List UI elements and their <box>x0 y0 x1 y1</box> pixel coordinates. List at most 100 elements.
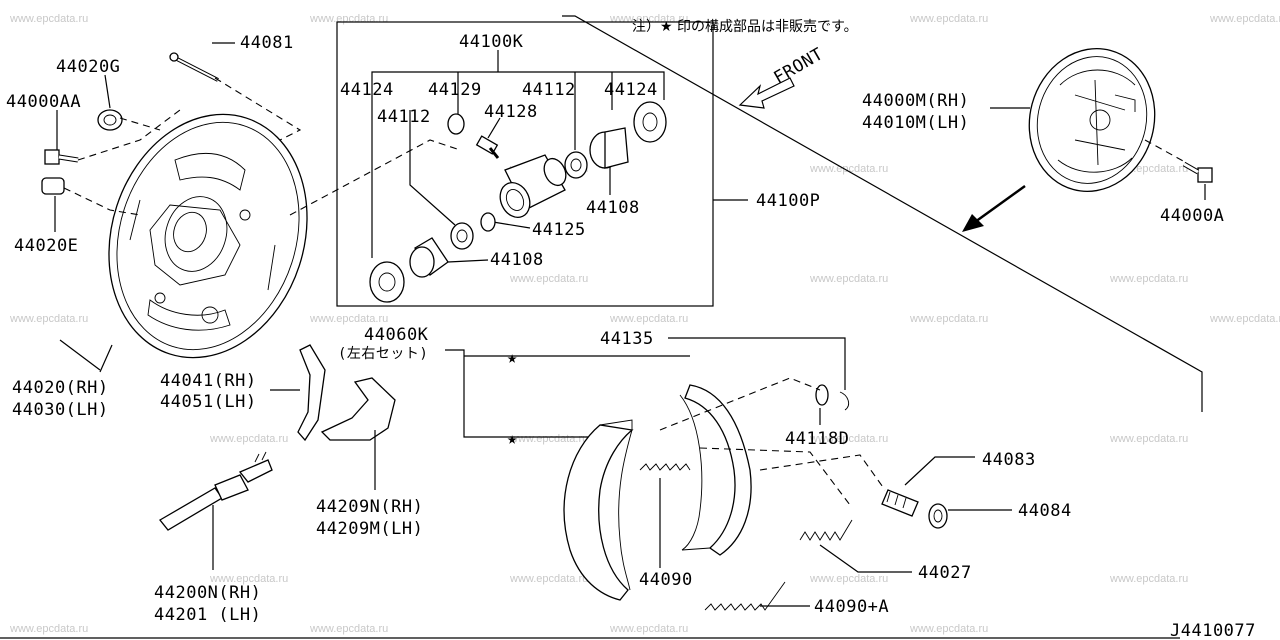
label-44108b: 44108 <box>490 250 544 270</box>
adjuster-44200n <box>159 451 273 531</box>
watermark: www.epcdata.ru <box>309 623 388 635</box>
watermark: www.epcdata.ru <box>909 13 988 25</box>
front-arrow: FRONT <box>738 44 827 109</box>
leader-44125 <box>492 221 531 229</box>
watermark: www.epcdata.ru <box>509 573 588 585</box>
spring-44090a <box>704 581 786 611</box>
label-44135: 44135 <box>600 329 654 349</box>
watermark: www.epcdata.ru <box>1109 273 1188 285</box>
watermark: www.epcdata.ru <box>309 313 388 325</box>
watermark: www.epcdata.ru <box>809 433 888 445</box>
label-44129: 44129 <box>428 80 482 100</box>
watermark: www.epcdata.ru <box>9 313 88 325</box>
watermark: www.epcdata.ru <box>9 13 88 25</box>
guide-line <box>659 377 821 431</box>
cap-44129 <box>447 113 465 135</box>
label-44084: 44084 <box>1018 501 1072 521</box>
guide-line <box>214 77 302 141</box>
watermark: www.epcdata.ru <box>609 313 688 325</box>
watermark: www.epcdata.ru <box>309 13 388 25</box>
piston-44108b <box>409 237 449 278</box>
watermark: www.epcdata.ru <box>509 273 588 285</box>
label-44030lh: 44030(LH) <box>12 400 109 420</box>
guide-line <box>699 447 851 506</box>
plug-44020e <box>41 177 65 195</box>
label-44027: 44027 <box>918 563 972 583</box>
leader-44108b <box>447 259 489 263</box>
star-marker: ★ <box>507 348 518 368</box>
star-marker: ★ <box>507 429 518 449</box>
watermark: www.epcdata.ru <box>609 623 688 635</box>
watermark: www.epcdata.ru <box>1109 433 1188 445</box>
label-44060k-sub: (左右セット) <box>338 346 428 362</box>
leader-44083 <box>904 456 975 486</box>
label-44020rh: 44020(RH) <box>12 378 109 398</box>
leader-44128 <box>487 117 501 139</box>
label-44010m: 44010M(LH) <box>862 113 969 133</box>
guide-line <box>1144 139 1186 163</box>
label-44128: 44128 <box>484 102 538 122</box>
label-44124a: 44124 <box>340 80 394 100</box>
wheel-cylinder-body <box>499 154 567 219</box>
watermark: www.epcdata.ru <box>1209 13 1280 25</box>
watermark: www.epcdata.ru <box>509 433 588 445</box>
watermark: www.epcdata.ru <box>209 433 288 445</box>
bolt-44000a <box>1182 161 1213 183</box>
watermark: www.epcdata.ru <box>9 623 88 635</box>
bolt-44000aa <box>44 149 79 165</box>
label-44041: 44041(RH) <box>160 371 257 391</box>
pin-44081 <box>169 52 219 82</box>
label-44125: 44125 <box>532 220 586 240</box>
label-44124b: 44124 <box>604 80 658 100</box>
label-44000a: 44000A <box>1160 206 1224 226</box>
label-44209m: 44209M(LH) <box>316 519 423 539</box>
bleeder-44128 <box>475 135 500 159</box>
label-44118d: 44118D <box>785 429 849 449</box>
spring-44083 <box>881 489 919 517</box>
clip-44118d <box>815 384 850 411</box>
leader-44020-tip <box>99 344 113 373</box>
watermark: www.epcdata.ru <box>1109 573 1188 585</box>
wheel-cylinder-box <box>336 21 714 307</box>
watermark: www.epcdata.ru <box>209 573 288 585</box>
label-44200n: 44200N(RH) <box>154 583 261 603</box>
leader-44020g <box>104 74 111 109</box>
watermark: www.epcdata.ru <box>809 273 888 285</box>
label-44090: 44090 <box>639 570 693 590</box>
direction-arrow <box>962 184 1026 232</box>
guide-line <box>63 187 141 216</box>
leader-44112b <box>409 110 456 226</box>
leader-44020 <box>59 339 101 371</box>
backing-plate <box>108 113 308 359</box>
part-labels: 44081 44020G 44000AA 44020E 44020(RH) 44… <box>6 32 1256 640</box>
spring-44090 <box>639 463 691 471</box>
label-44090a: 44090+A <box>814 597 889 617</box>
label-44100k: 44100K <box>459 32 524 52</box>
watermark: www.epcdata.ru <box>1209 313 1280 325</box>
label-44100p: 44100P <box>756 191 820 211</box>
brake-assembly-rh <box>1028 47 1156 193</box>
label-44000m: 44000M(RH) <box>862 91 969 111</box>
label-44112b: 44112 <box>377 107 431 127</box>
cup-44112b <box>450 222 474 250</box>
label-44000aa: 44000AA <box>6 92 81 112</box>
brake-shoe-rear <box>679 384 752 556</box>
guide-line <box>119 117 161 131</box>
piston-44108a <box>589 127 629 169</box>
guide-line <box>759 454 886 491</box>
grommet-44020g <box>97 109 123 131</box>
label-44060k: 44060K <box>364 325 429 345</box>
lever-44041 <box>297 344 326 442</box>
brake-shoe-front <box>563 419 634 601</box>
diagram-id: J4410077 <box>1170 621 1256 640</box>
guide-line <box>77 109 181 161</box>
leader-44027 <box>819 544 912 573</box>
spring-44125 <box>480 212 496 232</box>
watermark: www.epcdata.ru <box>809 573 888 585</box>
guide-line <box>289 139 461 216</box>
label-44201: 44201 (LH) <box>154 605 261 625</box>
label-44020g: 44020G <box>56 57 120 77</box>
cup-44084 <box>928 503 948 529</box>
